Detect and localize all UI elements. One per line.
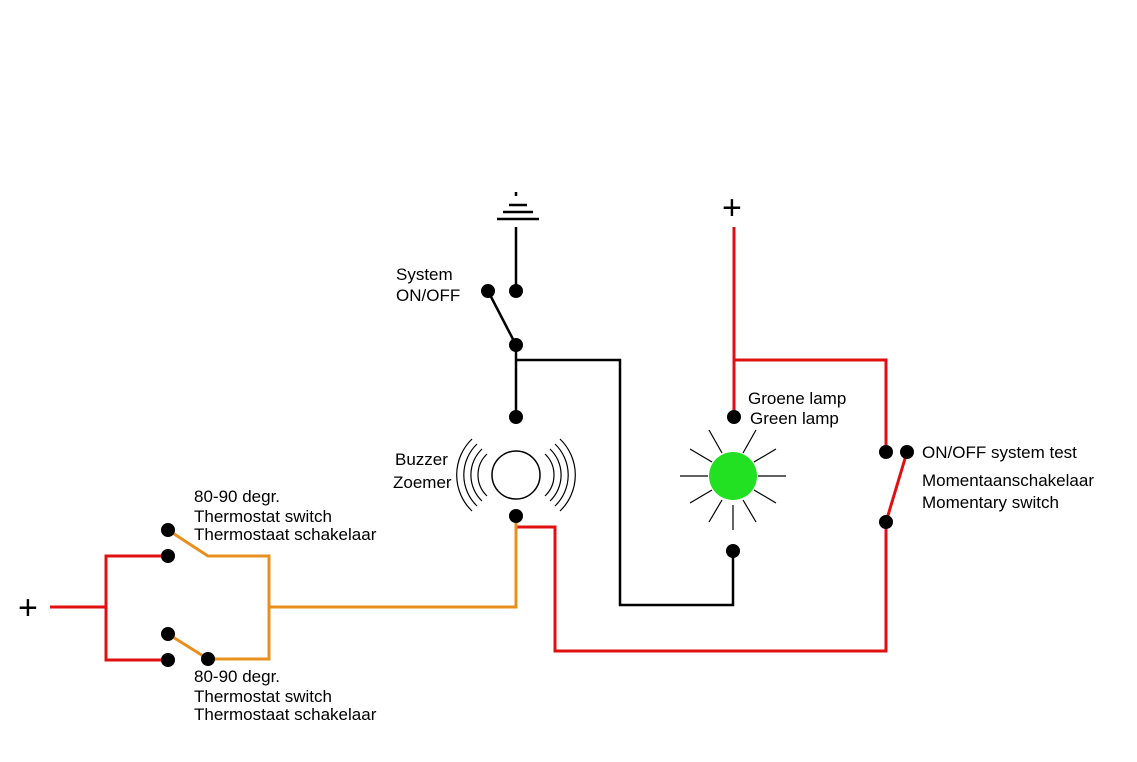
green-lamp-icon [680,429,786,530]
thermo-bottom-label-line3: Thermostaat schakelaar [194,705,377,724]
thermo-top-label-line2: Thermostat switch [194,507,332,526]
terminal-lamp-bottom [726,544,740,558]
terminal-system-switch-common [509,338,523,352]
buzzer-label-line2: Zoemer [393,473,452,492]
plus-left-label: + [18,589,38,627]
system-switch-label-line2: ON/OFF [396,286,460,305]
buzzer-label-line1: Buzzer [395,450,448,469]
terminal-test-right [900,445,914,459]
terminal-thermo-bottom-a [161,627,175,641]
test-switch-label-line3: Momentary switch [922,493,1059,512]
test-switch-label-line2: Momentaanschakelaar [922,471,1094,490]
terminal-thermo-bottom-b [161,653,175,667]
terminal-test-left [879,445,893,459]
terminal-buzzer-bottom [509,509,523,523]
test-switch-label-line1: ON/OFF system test [922,443,1077,462]
terminal-lamp-top [727,410,741,424]
terminal-thermo-top-a [161,523,175,537]
thermo-top-label-line3: Thermostaat schakelaar [194,525,377,544]
terminal-system-switch-open [481,284,495,298]
green-lamp-label-nl: Groene lamp [748,389,846,408]
thermo-bottom-label-line1: 80-90 degr. [194,667,280,686]
terminal-thermo-bottom-c [201,652,215,666]
green-lamp-label-en: Green lamp [750,409,839,428]
thermo-bottom-label-line2: Thermostat switch [194,687,332,706]
red-wires [50,227,909,662]
terminal-thermo-top-b [161,549,175,563]
buzzer-icon [456,438,576,512]
terminal-buzzer-top [509,410,523,424]
terminals [161,284,914,667]
terminal-test-bottom [879,515,893,529]
plus-top-label: + [722,189,742,227]
black-wires [486,227,735,607]
system-switch-label-line1: System [396,265,453,284]
terminal-ground [509,284,523,298]
thermo-top-label-line1: 80-90 degr. [194,487,280,506]
ground-symbol [497,192,539,221]
orange-wires [167,517,518,661]
